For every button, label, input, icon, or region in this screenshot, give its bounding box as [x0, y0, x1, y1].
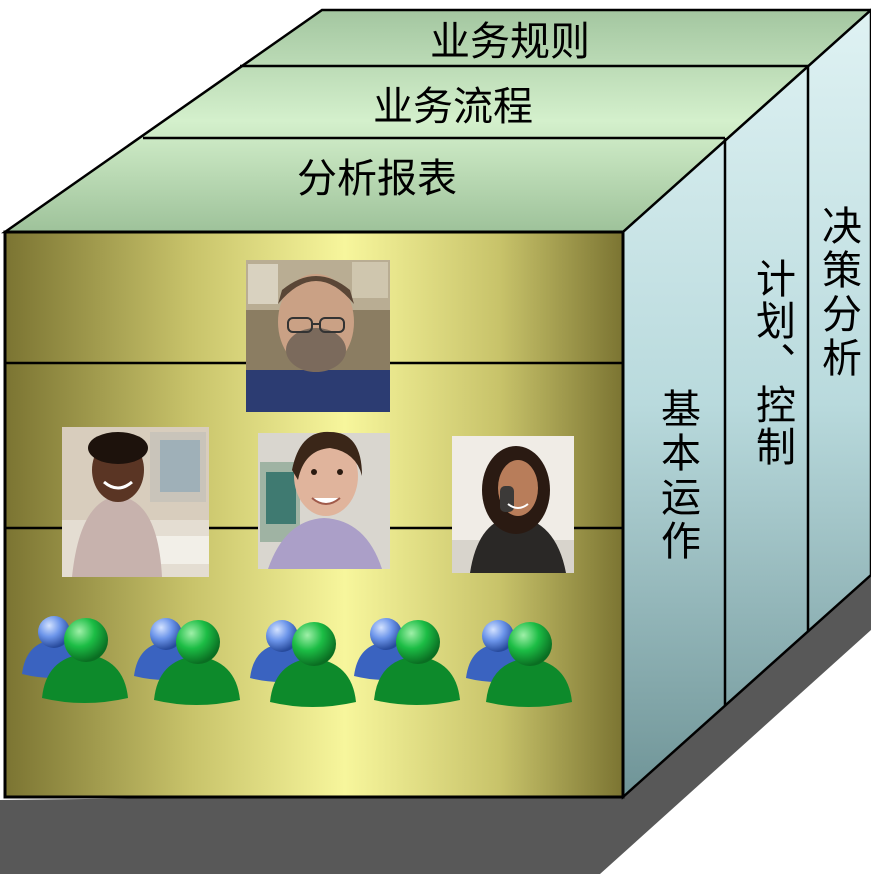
user-group-icon [250, 620, 356, 707]
top-layer-label-business-process: 业务流程 [373, 84, 533, 130]
top-layer-label-analysis-reports: 分析报表 [297, 156, 457, 202]
photo-young-woman [258, 431, 390, 569]
user-group-icon [134, 618, 240, 705]
photo-woman-phone [452, 436, 574, 573]
photo-woman-office [62, 427, 209, 577]
side-layer-label-basic-operations: 基本运作 [654, 388, 700, 564]
user-group-icon [354, 618, 460, 705]
user-group-icon [466, 620, 572, 707]
cube-shadow [0, 575, 871, 874]
photo-man-glasses [246, 260, 390, 412]
user-group-icon [22, 616, 128, 703]
side-layer-label-decision-analysis: 决策分析 [815, 205, 861, 381]
side-layer-label-planning-control: 计划、控制 [749, 258, 795, 468]
top-layer-label-business-rules: 业务规则 [430, 19, 590, 65]
